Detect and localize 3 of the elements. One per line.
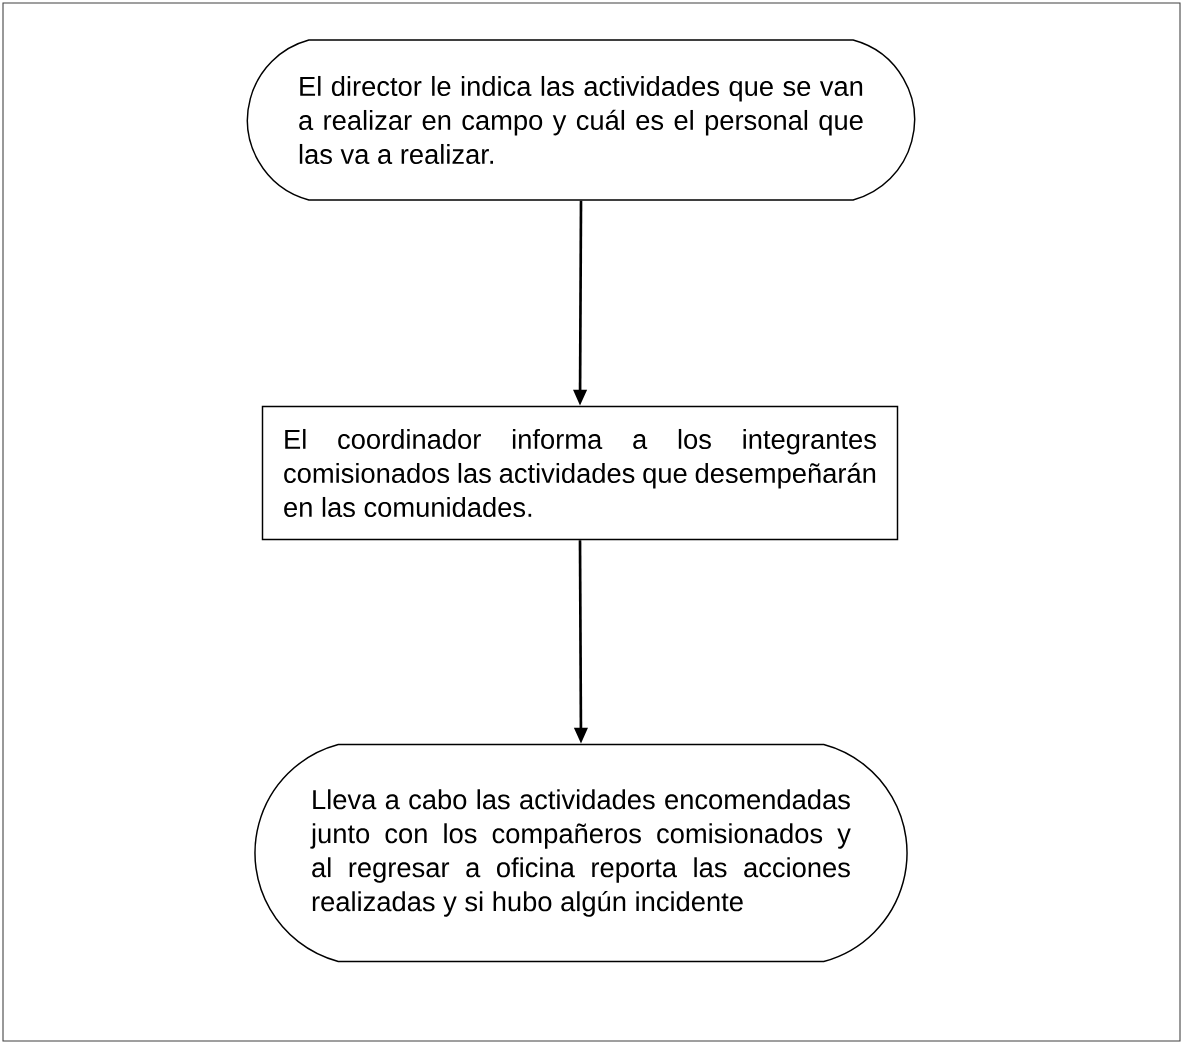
terminal-box: Lleva a cabo las actividades encomendadas junto con los compañeros comisionados y al regresar a oficina reporta las acciones realizadas y si hubo algún incidente [254, 743, 908, 963]
terminal-box: El director le indica las actividades que se van a realizar en campo y cuál es el personal que las va a realizar. [246, 39, 916, 201]
process-box: El coordinador informa a los integrantes comisionados las actividades que desempeñarán en las comunidades. [261, 405, 899, 541]
